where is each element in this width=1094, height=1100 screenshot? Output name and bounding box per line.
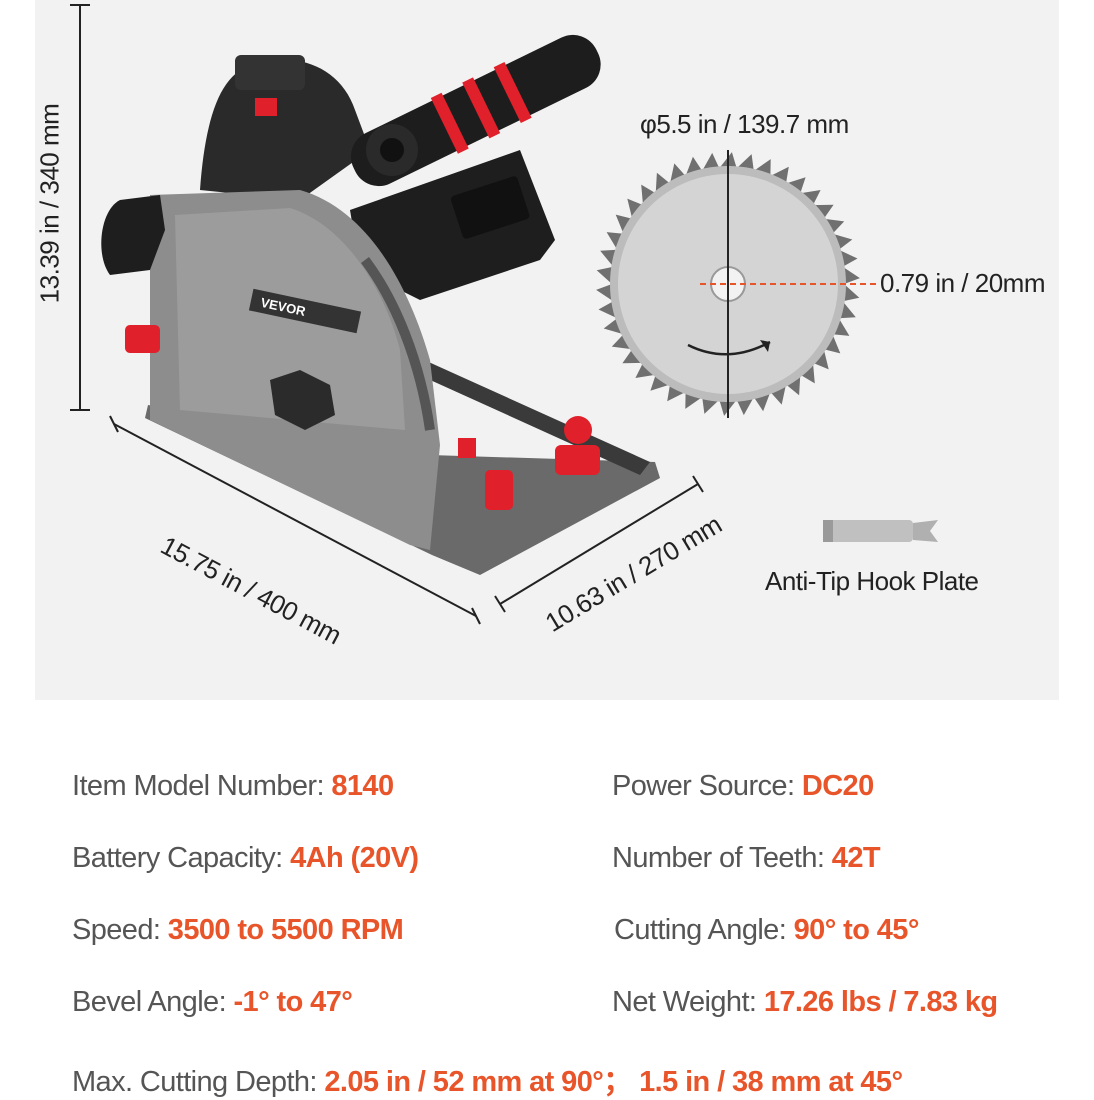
- spec-cutting-angle: Cutting Angle: 90° to 45°: [614, 914, 919, 946]
- spec-number-of-teeth: Number of Teeth: 42T: [612, 842, 881, 874]
- spec-power-source: Power Source: DC20: [612, 770, 874, 802]
- brand-badge: [248, 288, 362, 334]
- width-dimension-line: [494, 475, 704, 613]
- anti-tip-hook-plate-image: [823, 520, 938, 542]
- arbor-size-label: 0.79 in / 20mm: [880, 268, 1045, 298]
- rear-handle: [200, 60, 370, 200]
- rip-fence-knob-red: [555, 445, 600, 475]
- lock-lever-red: [485, 470, 513, 510]
- saw-blade: [596, 150, 878, 418]
- spec-speed: Speed: 3500 to 5500 RPM: [72, 914, 404, 946]
- accessory-label: Anti-Tip Hook Plate: [765, 566, 979, 596]
- spec-battery-capacity: Battery Capacity: 4Ah (20V): [72, 842, 419, 874]
- spec-net-weight: Net Weight: 17.26 lbs / 7.83 kg: [612, 986, 998, 1018]
- dust-port: [101, 195, 165, 275]
- height-dimension-label: 13.39 in / 340 mm: [34, 103, 65, 304]
- length-dimension-line: [109, 415, 481, 625]
- spec-model-number: Item Model Number: 8140: [72, 770, 394, 802]
- circular-saw-illustration: VEVOR: [70, 4, 938, 625]
- blade-diameter-label: φ5.5 in / 139.7 mm: [640, 109, 849, 139]
- spec-bevel-angle: Bevel Angle: -1° to 47°: [72, 986, 353, 1018]
- blade-window: [270, 370, 335, 430]
- depth-knob-red: [564, 416, 592, 444]
- height-dimension-line: [70, 4, 90, 411]
- bevel-knob-red: [125, 325, 160, 353]
